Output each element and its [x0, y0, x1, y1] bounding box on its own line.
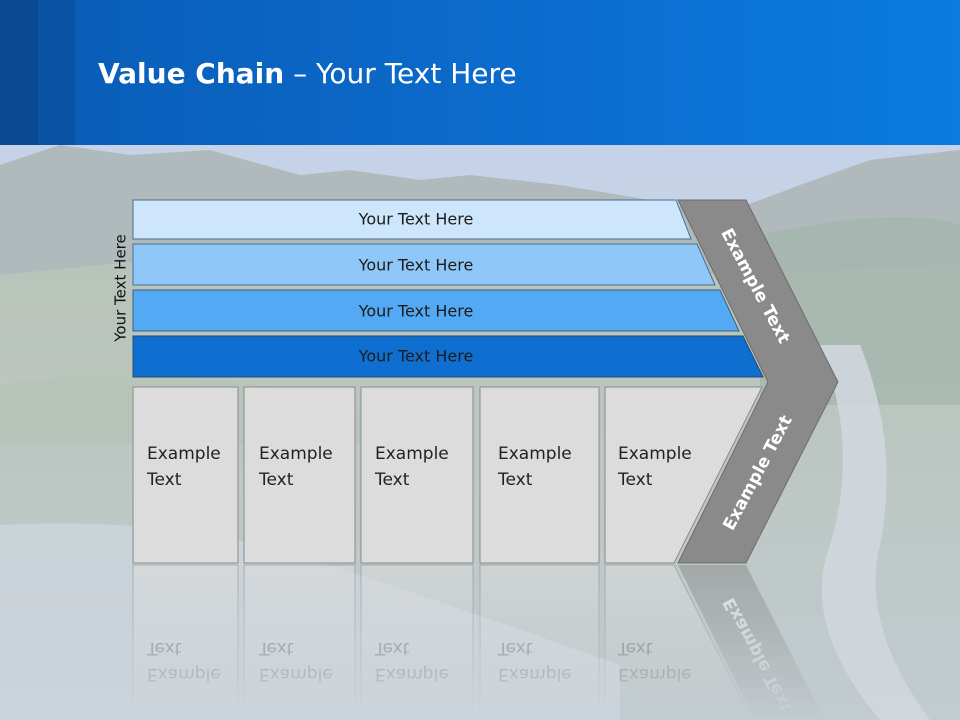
support-bar-3 — [132, 289, 740, 332]
support-bar-2-label: Your Text Here — [358, 256, 474, 275]
reflection-box-2-line2: Text — [258, 638, 294, 658]
support-activity-bars: Your Text Here Your Text Here Your Text … — [132, 199, 764, 378]
primary-box-1-line2: Text — [146, 470, 182, 490]
reflection-box-1-line2: Text — [146, 638, 182, 658]
reflection-box-4-line2: Text — [497, 638, 533, 658]
support-bar-4 — [132, 335, 764, 378]
primary-box-2-line1: Example — [259, 444, 333, 464]
reflection-box-2-line1: Example — [259, 664, 333, 684]
primary-box-5-line1: Example — [618, 444, 692, 464]
header-accent-strip-dark — [0, 0, 38, 145]
primary-activity-boxes: Example Text Example Text Example Text E… — [132, 386, 763, 564]
reflection-box-5 — [604, 564, 753, 720]
reflection-box-5-line1: Example — [618, 664, 692, 684]
primary-box-4-line2: Text — [497, 470, 533, 490]
support-bar-2 — [132, 243, 716, 286]
title-bold: Value Chain — [98, 57, 285, 90]
reflection-box-4 — [479, 564, 600, 720]
primary-box-3-line2: Text — [374, 470, 410, 490]
reflection-box-3-line1: Example — [375, 664, 449, 684]
margin-chevron — [677, 199, 839, 564]
primary-box-2-line2: Text — [258, 470, 294, 490]
primary-box-4 — [479, 386, 600, 564]
slide-title: Value Chain – Your Text Here — [98, 52, 517, 96]
header-band: Value Chain – Your Text Here — [0, 0, 960, 145]
primary-box-1 — [132, 386, 239, 564]
support-bar-3-label: Your Text Here — [358, 302, 474, 321]
side-label: Your Text Here — [112, 234, 130, 342]
reflection-box-1-line1: Example — [147, 664, 221, 684]
primary-box-2 — [243, 386, 356, 564]
reflection-box-1 — [132, 564, 239, 720]
primary-box-3 — [360, 386, 474, 564]
reflection-box-5-line2: Text — [617, 638, 653, 658]
reflection-box-4-line1: Example — [498, 664, 572, 684]
reflection-box-2 — [243, 564, 356, 720]
reflection-chevron — [678, 565, 825, 720]
support-bar-1-label: Your Text Here — [358, 210, 474, 229]
primary-box-1-line1: Example — [147, 444, 221, 464]
support-bar-1 — [132, 199, 692, 240]
primary-box-3-line1: Example — [375, 444, 449, 464]
reflection-box-3 — [360, 564, 474, 720]
header-accent-strip — [38, 0, 75, 145]
support-bar-4-label: Your Text Here — [358, 347, 474, 366]
primary-box-5-line2: Text — [617, 470, 653, 490]
diagram-reflection: Example Text Example Text Example Text E… — [132, 564, 825, 720]
title-rest: – Your Text Here — [284, 57, 517, 90]
primary-box-4-line1: Example — [498, 444, 572, 464]
reflection-box-3-line2: Text — [374, 638, 410, 658]
primary-box-5 — [604, 386, 763, 564]
